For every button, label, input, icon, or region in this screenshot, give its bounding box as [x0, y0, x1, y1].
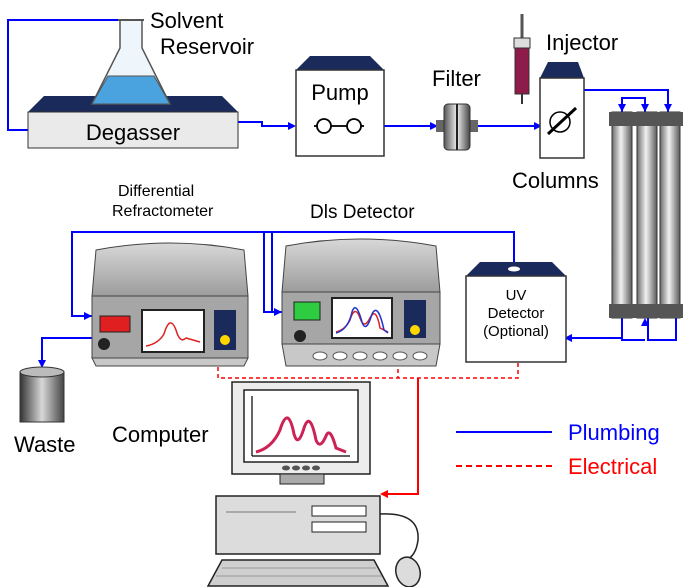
uv-detector: UV Detector (Optional) [465, 262, 567, 363]
mouse-cable [379, 513, 419, 561]
column-1 [609, 111, 635, 319]
uv-label-3: (Optional) [483, 323, 549, 340]
dri-label-2: Refractometer [112, 203, 214, 220]
dls-trace-blue [335, 307, 389, 334]
filter-label: Filter [432, 66, 481, 91]
degasser-label: Degasser [86, 120, 180, 145]
legend-plumbing-label: Plumbing [568, 420, 660, 445]
injector [539, 62, 585, 159]
waste-label: Waste [14, 432, 76, 457]
columns-to-uv-line [566, 318, 623, 339]
computer-signal-line [380, 378, 419, 498]
columns [609, 111, 683, 319]
filter [436, 103, 478, 151]
computer [206, 381, 421, 587]
dri-label-1: Differential [118, 183, 194, 200]
solvent-reservoir-flask [90, 19, 172, 105]
differential-refractometer [91, 242, 249, 367]
reservoir-return-line [7, 19, 122, 131]
solvent-reservoir-label-2: Reservoir [160, 34, 254, 59]
mouse [395, 556, 421, 587]
solvent-reservoir-label-1: Solvent [150, 8, 223, 33]
injector-to-columns-line [584, 89, 669, 112]
injector-syringe [513, 14, 531, 104]
legend: Plumbing Electrical [456, 420, 660, 479]
dri-to-computer-wire [217, 360, 519, 379]
column-3 [657, 111, 683, 319]
pump-heads-icon [314, 118, 364, 134]
pump-label: Pump [311, 80, 368, 105]
columns-label: Columns [512, 168, 599, 193]
legend-electrical-label: Electrical [568, 454, 657, 479]
pump: Pump [295, 56, 385, 157]
column-2 [634, 111, 660, 319]
injector-valve-icon [546, 106, 578, 136]
uv-label-1: UV [506, 287, 527, 304]
uv-label-2: Detector [488, 305, 545, 322]
dls-to-dri-line [71, 231, 282, 317]
dri-trace [145, 322, 201, 347]
computer-label: Computer [112, 422, 209, 447]
waste-container [19, 366, 65, 423]
injector-label: Injector [546, 30, 618, 55]
keyboard [206, 559, 390, 587]
dls-detector [281, 238, 441, 367]
dri-to-waste-line [41, 337, 100, 366]
dls-detector-label: Dls Detector [310, 202, 415, 223]
degasser-to-pump-line [238, 121, 294, 127]
column-bottom-links [621, 318, 677, 341]
plumbing-arrowheads [38, 104, 672, 368]
computer-trace [255, 416, 347, 454]
